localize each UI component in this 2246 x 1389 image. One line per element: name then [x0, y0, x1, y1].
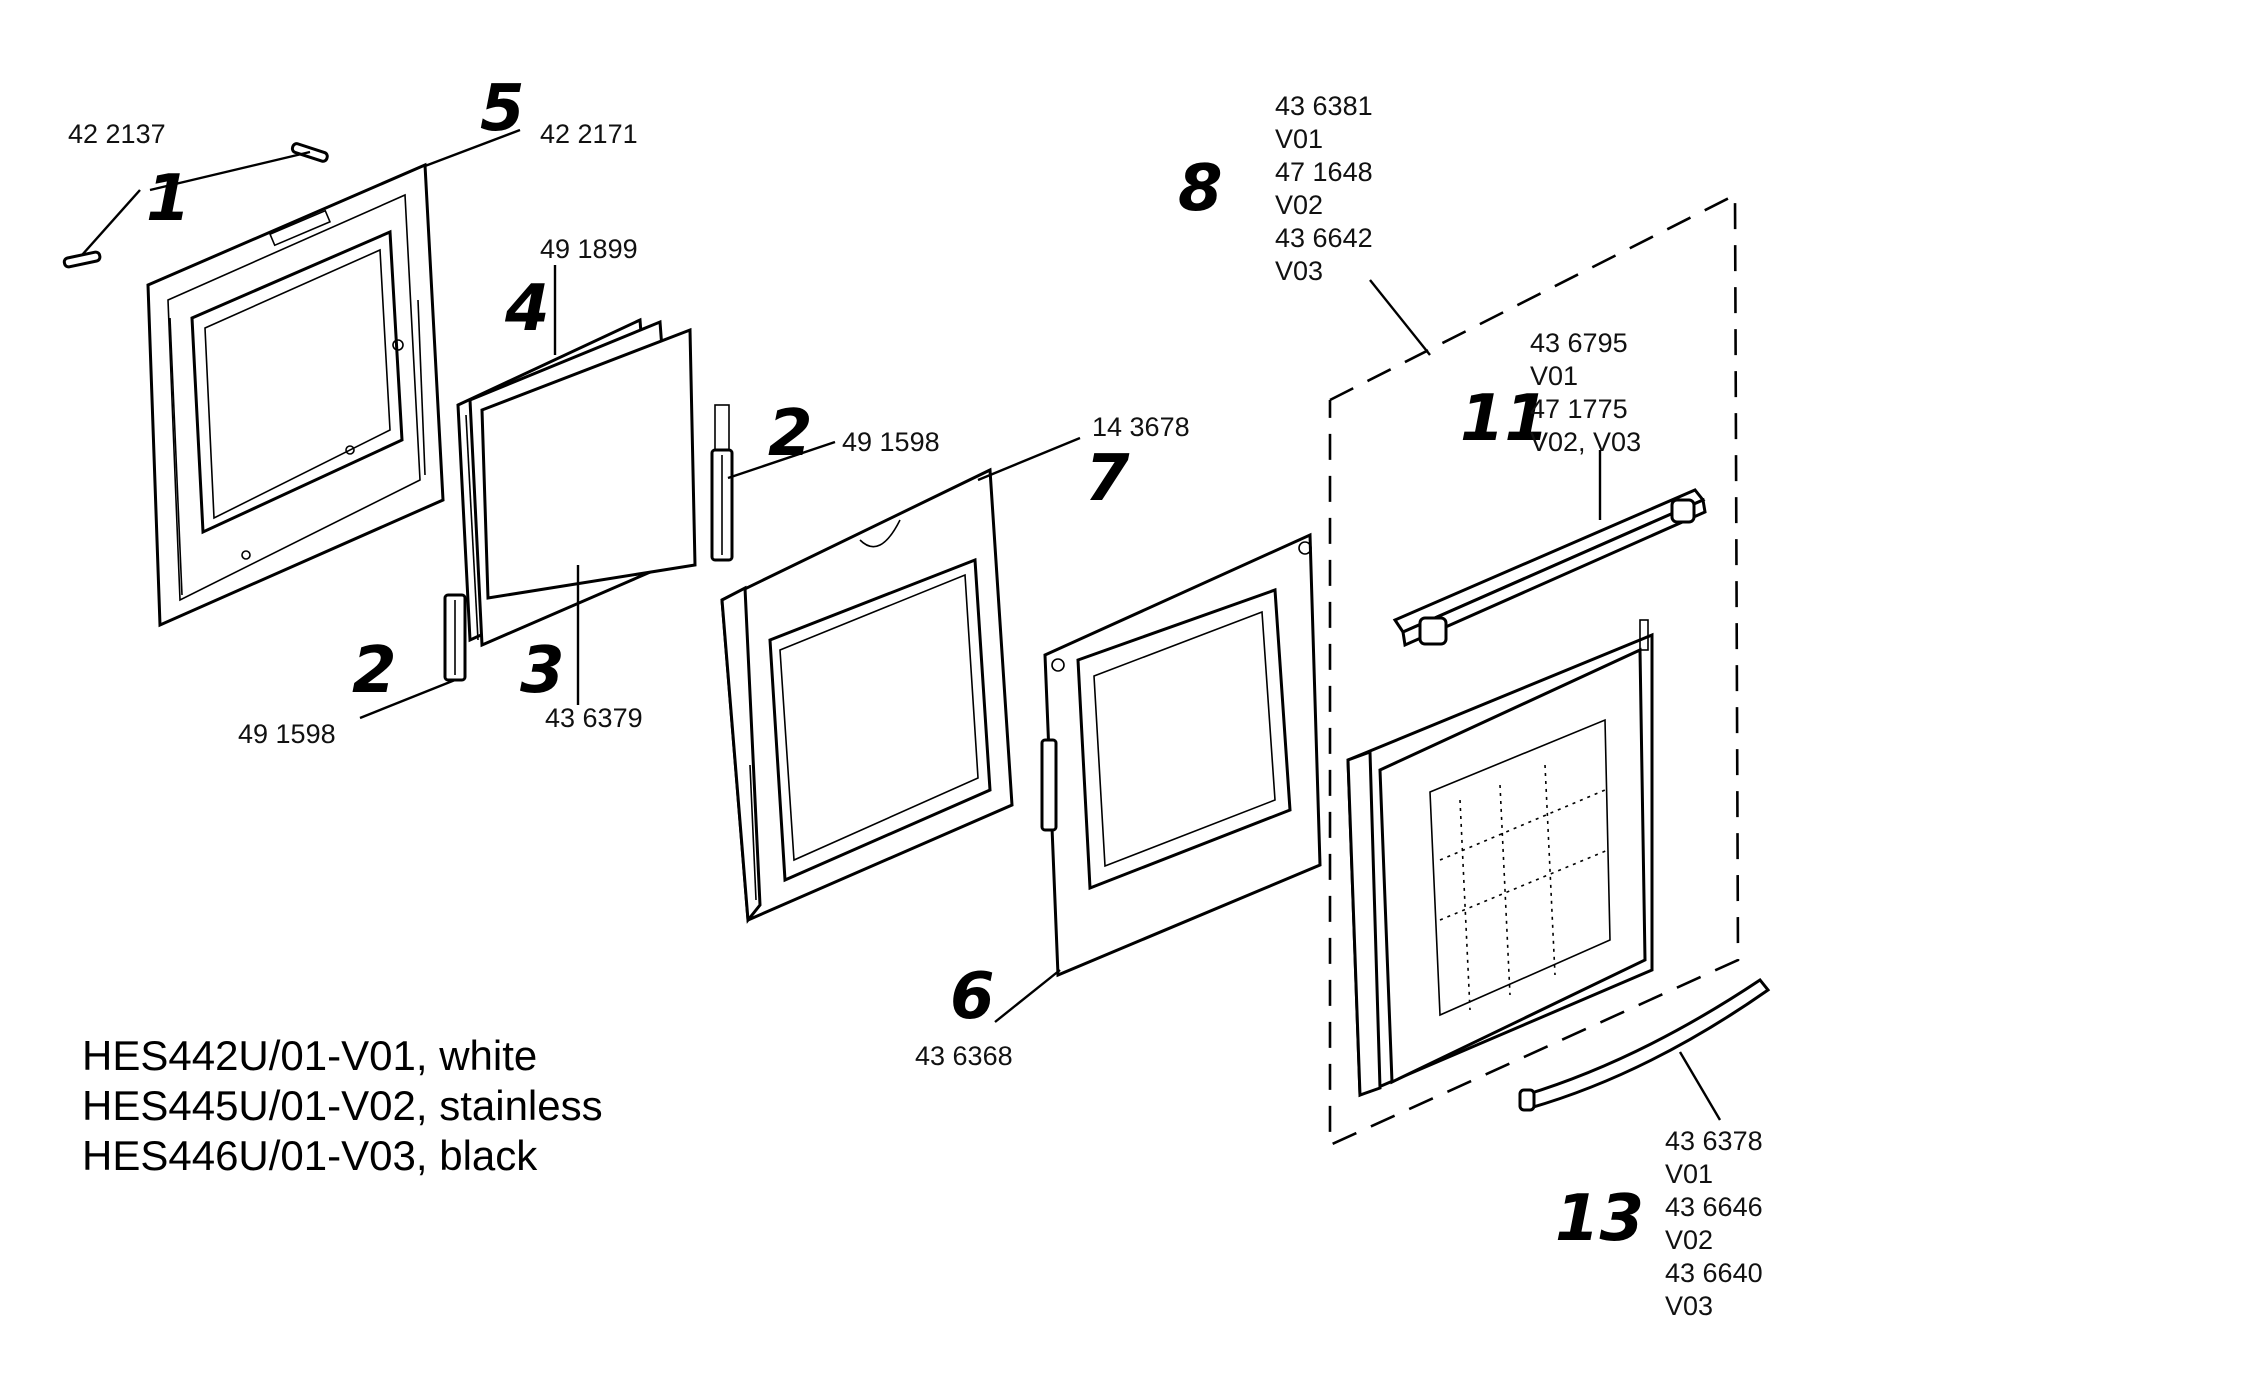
part-7-door-frame — [720, 467, 1014, 924]
part-number-11-line-4: V02, V03 — [1530, 427, 1641, 457]
part-number-8-line-2: V01 — [1275, 124, 1323, 154]
part-11-top-trim — [1392, 488, 1707, 648]
callout-8: 8 — [1178, 152, 1223, 226]
part-number-13-line-2: V01 — [1665, 1159, 1713, 1189]
part-2-hinge-lower — [443, 593, 467, 682]
part-number-11-line-2: V01 — [1530, 361, 1578, 391]
part-number-4: 49 1899 — [540, 234, 638, 264]
part-2-hinge-upper — [710, 404, 734, 562]
part-number-13-line-3: 43 6646 — [1665, 1192, 1763, 1222]
part-number-8-line-4: V02 — [1275, 190, 1323, 220]
model-line-3: HES446U/01-V03, black — [82, 1132, 538, 1179]
part-number-11-line-1: 43 6795 — [1530, 328, 1628, 358]
callout-2-upper: 2 — [768, 397, 813, 471]
callout-7: 7 — [1085, 442, 1130, 516]
callout-2-lower: 2 — [352, 634, 397, 708]
model-line-2: HES445U/01-V02, stainless — [82, 1082, 603, 1129]
part-8-outer-door-group — [1328, 192, 1740, 1148]
part-number-11-line-3: 47 1775 — [1530, 394, 1628, 424]
callout-4: 4 — [504, 272, 550, 346]
part-number-8-line-3: 47 1648 — [1275, 157, 1373, 187]
part-number-6: 43 6368 — [915, 1041, 1013, 1071]
leader-5 — [424, 128, 521, 168]
part-number-13-line-1: 43 6378 — [1665, 1126, 1763, 1156]
part-number-5: 42 2171 — [540, 119, 638, 149]
part-number-13-line-6: V03 — [1665, 1291, 1713, 1321]
part-number-2-upper: 49 1598 — [842, 427, 940, 457]
callout-11: 11 — [1460, 382, 1549, 456]
callout-3: 3 — [520, 634, 565, 708]
leader-1-upper — [149, 150, 311, 192]
part-number-8-line-1: 43 6381 — [1275, 91, 1373, 121]
part-number-13-line-4: V02 — [1665, 1225, 1713, 1255]
callout-6: 6 — [950, 960, 995, 1034]
part-5-inner-door-panel — [146, 162, 445, 628]
leader-2-lower — [359, 678, 456, 720]
leader-6 — [994, 969, 1061, 1023]
callout-5: 5 — [480, 72, 525, 146]
part-number-8-line-5: 43 6642 — [1275, 223, 1373, 253]
callout-1: 1 — [146, 162, 191, 236]
part-13-bottom-trim — [1518, 977, 1771, 1112]
part-number-1: 42 2137 — [68, 119, 166, 149]
part-number-7: 14 3678 — [1092, 412, 1190, 442]
leader-13 — [1678, 1051, 1722, 1121]
model-line-1: HES442U/01-V01, white — [82, 1032, 537, 1079]
leader-2-upper — [727, 440, 836, 480]
part-6-inner-glass-frame — [1040, 532, 1322, 978]
leader-7 — [977, 436, 1081, 482]
part-number-13-line-5: 43 6640 — [1665, 1258, 1763, 1288]
leader-1-lower — [81, 189, 141, 256]
callout-13: 13 — [1555, 1182, 1644, 1256]
part-number-8-line-6: V03 — [1275, 256, 1323, 286]
part-number-3: 43 6379 — [545, 703, 643, 733]
leader-8 — [1369, 279, 1431, 356]
part-number-2-lower: 49 1598 — [238, 719, 336, 749]
part-4-glass-panes — [456, 317, 697, 648]
part-8-outer-door-panel — [1346, 619, 1654, 1098]
